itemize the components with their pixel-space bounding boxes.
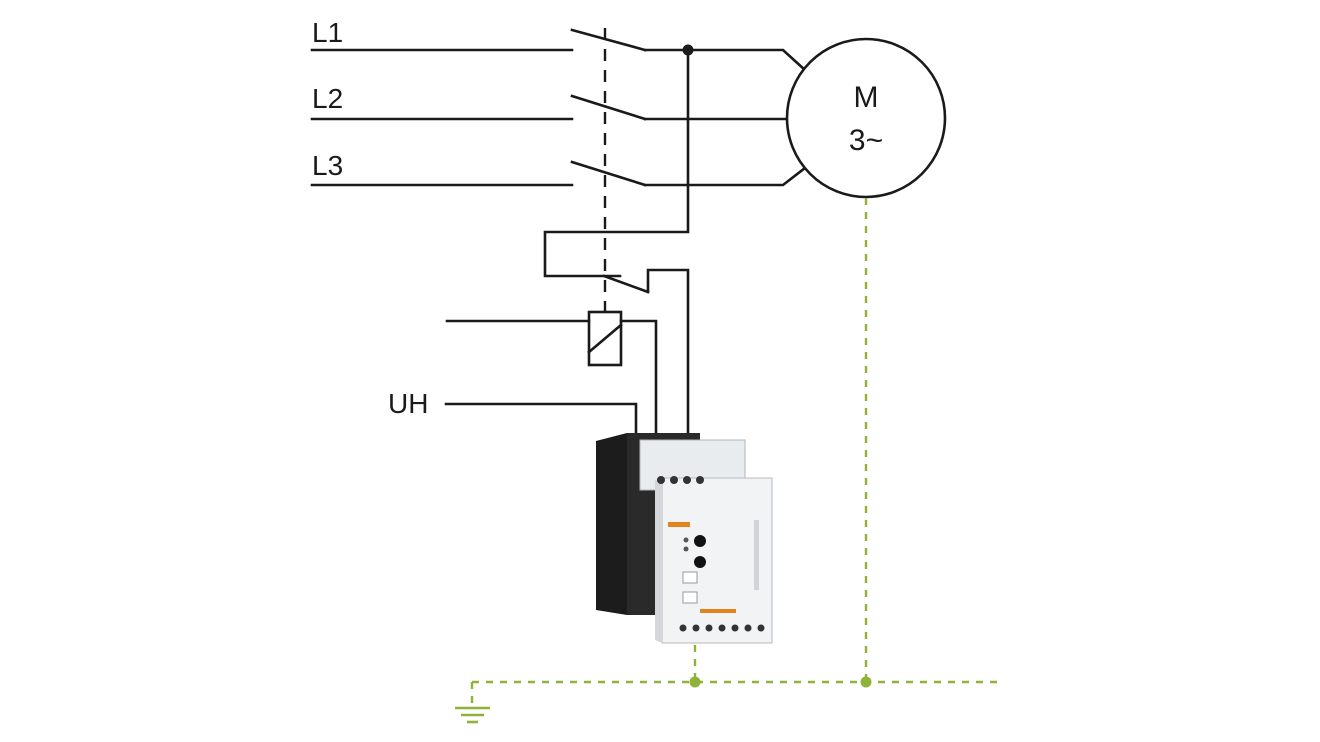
- contact-l2: [570, 94, 647, 121]
- led-indicator: [683, 546, 689, 552]
- adjust-knob-1[interactable]: [694, 535, 706, 547]
- motor-feed-lines: [643, 48, 807, 187]
- reset-button[interactable]: [682, 591, 698, 604]
- tap-wire: [543, 48, 690, 278]
- terminal-screw: [657, 476, 665, 484]
- coil-return-wire: [619, 319, 658, 435]
- uh-wire: [444, 402, 638, 435]
- terminal-screw: [679, 624, 687, 632]
- label-l1: L1: [312, 17, 343, 48]
- motor-circle: [785, 37, 947, 199]
- level-scale: [754, 520, 759, 590]
- contactor-coil: [587, 310, 623, 367]
- pe-junction-motor: [860, 676, 872, 688]
- ground-icon: [455, 706, 490, 724]
- brand-logo: [668, 522, 690, 527]
- pe-junction-device: [689, 676, 701, 688]
- terminal-screw: [692, 624, 700, 632]
- top-terminals: [657, 476, 704, 484]
- label-l2: L2: [312, 83, 343, 114]
- led-indicator: [683, 537, 689, 543]
- monitoring-device: [596, 433, 773, 644]
- device-rail: [596, 433, 627, 615]
- terminal-screw: [744, 624, 752, 632]
- motor-sublabel: 3~: [849, 124, 883, 157]
- supply-lines: [310, 48, 574, 187]
- test-button[interactable]: [682, 571, 698, 584]
- terminal-screw: [683, 476, 691, 484]
- terminal-screw: [718, 624, 726, 632]
- label-l3: L3: [312, 150, 343, 181]
- adjust-knob-2[interactable]: [694, 556, 706, 568]
- aux-contact: [602, 268, 690, 435]
- terminal-screw: [757, 624, 765, 632]
- terminal-screw: [731, 624, 739, 632]
- label-uh: UH: [388, 388, 428, 419]
- protective-earth: [455, 198, 1000, 724]
- motor-label: M: [854, 81, 879, 114]
- feed-l1: [643, 48, 807, 72]
- contact-l3: [570, 160, 647, 187]
- terminal-screw: [670, 476, 678, 484]
- device-front: [661, 477, 773, 644]
- contactor-contacts: [570, 28, 647, 187]
- contact-l1: [570, 28, 647, 52]
- coil-diagonal: [587, 323, 623, 354]
- device-bevel: [655, 478, 662, 643]
- bottom-terminals: [679, 624, 765, 632]
- bottom-label: [700, 609, 736, 613]
- motor-symbol: M 3~: [785, 37, 947, 199]
- feed-l3: [643, 166, 807, 187]
- terminal-screw: [705, 624, 713, 632]
- terminal-screw: [696, 476, 704, 484]
